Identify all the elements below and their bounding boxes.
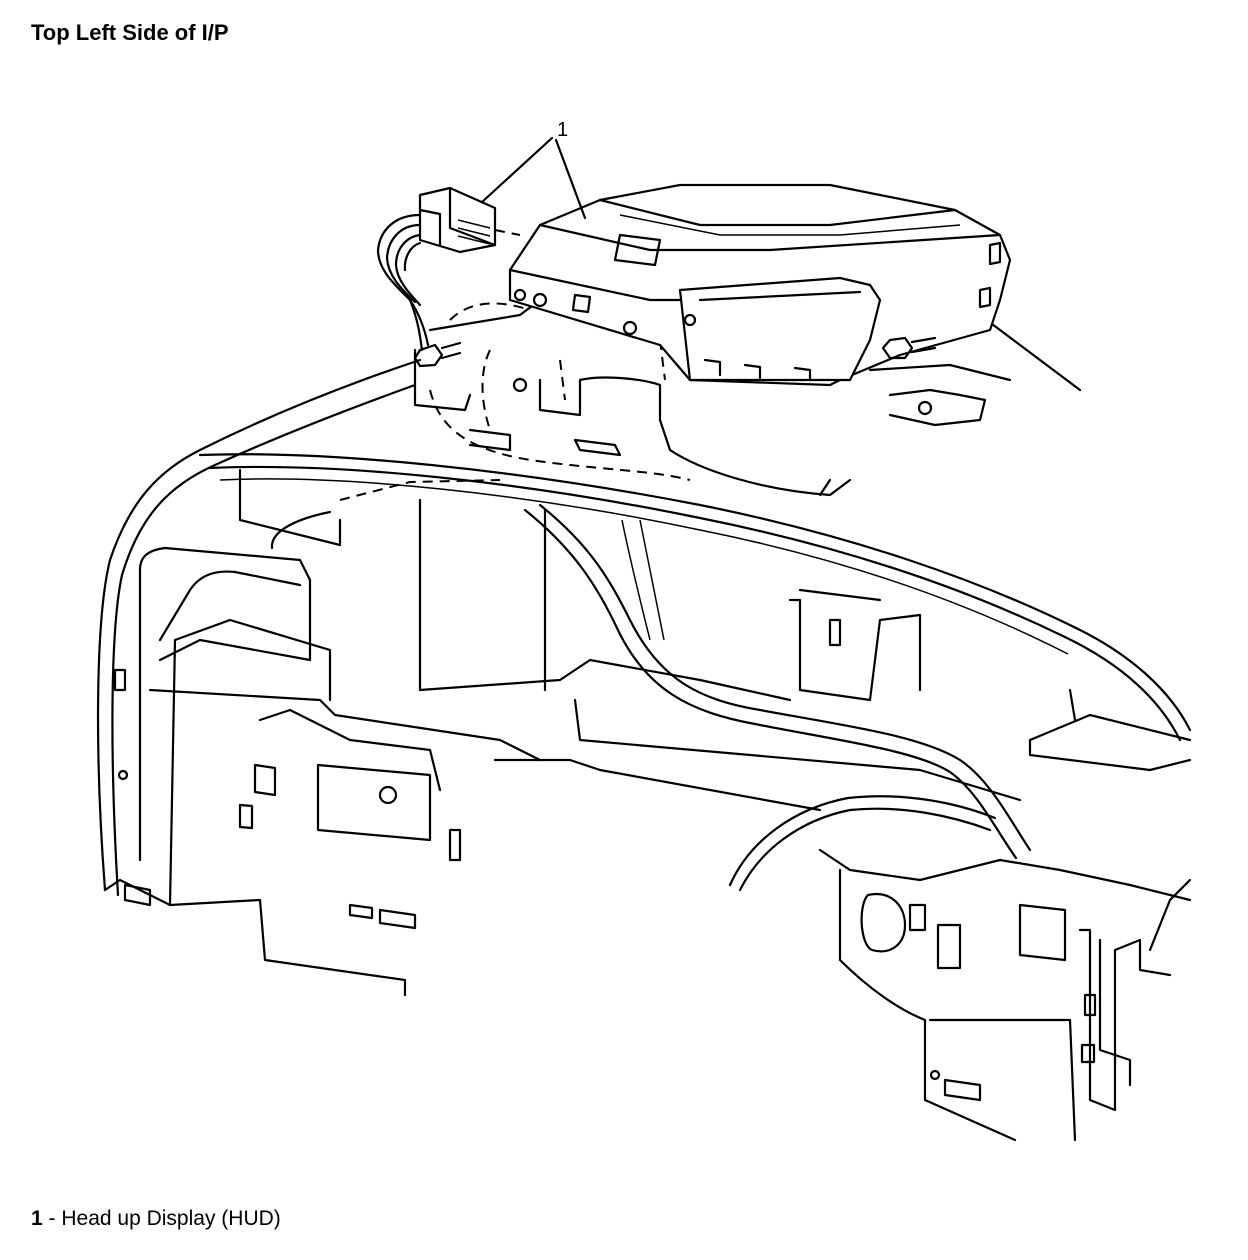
legend-item-number: 1 — [31, 1207, 43, 1230]
callout-leader-hud — [554, 138, 587, 220]
callout-1: 1 — [480, 119, 587, 220]
hud-electrical-connector — [376, 186, 521, 352]
hud-unit — [413, 183, 1012, 387]
legend-item-label: Head up Display (HUD) — [61, 1207, 281, 1230]
legend: 1 - Head up Display (HUD) — [31, 1207, 281, 1231]
diagram-title: Top Left Side of I/P — [31, 20, 229, 45]
callout-leader-connector — [480, 136, 554, 204]
hud-mounting-bracket — [339, 298, 1082, 501]
legend-item-separator: - — [42, 1207, 62, 1230]
instrument-panel-shell — [96, 358, 1192, 1142]
callout-1-number: 1 — [557, 119, 568, 141]
wiring-harness — [523, 503, 1032, 892]
